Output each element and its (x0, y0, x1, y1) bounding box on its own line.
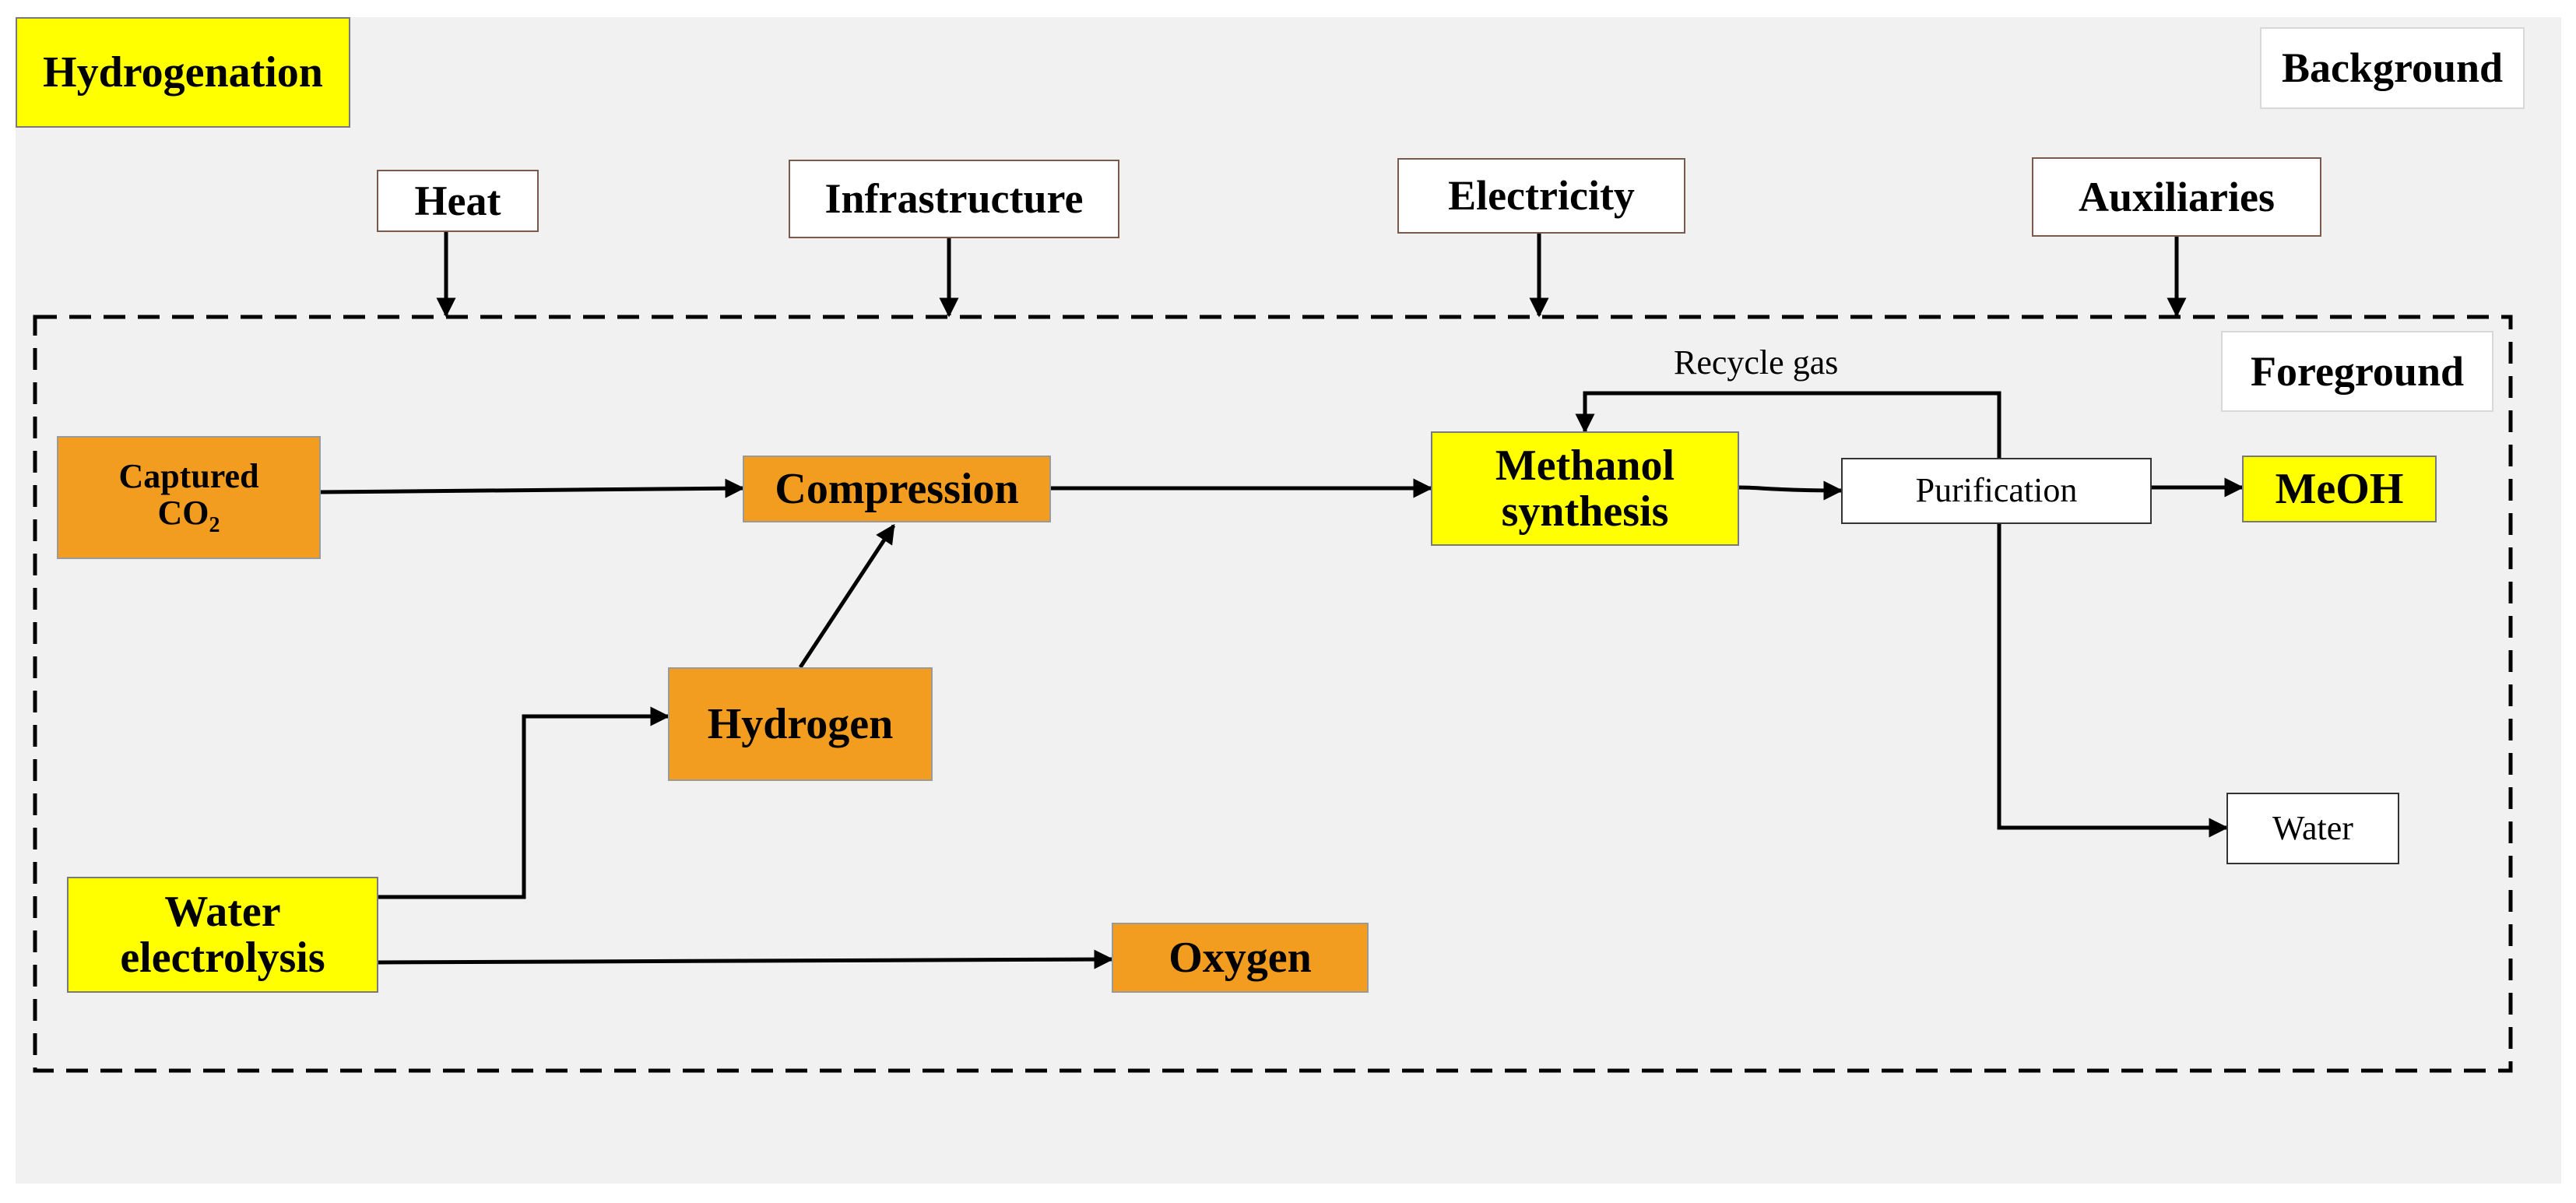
node-methanol-synthesis-line1: Methanol (1495, 441, 1675, 490)
node-oxygen-text: Oxygen (1169, 933, 1312, 982)
node-captured-co2: Captured CO2 (57, 436, 321, 559)
node-meoh: MeOH (2242, 456, 2437, 522)
node-purification: Purification (1841, 458, 2152, 524)
input-heat-text: Heat (414, 177, 501, 224)
background-label-text: Background (2281, 44, 2504, 92)
input-infrastructure-text: Infrastructure (824, 175, 1084, 223)
background-label: Background (2260, 27, 2525, 109)
node-water-electrolysis-line2: electrolysis (120, 933, 325, 982)
input-heat: Heat (377, 170, 539, 232)
title-text: Hydrogenation (43, 47, 323, 97)
foreground-label: Foreground (2221, 331, 2493, 412)
input-electricity: Electricity (1397, 158, 1685, 234)
input-infrastructure: Infrastructure (789, 160, 1119, 238)
title-hydrogenation: Hydrogenation (16, 17, 350, 128)
foreground-boundary (33, 315, 2513, 1073)
node-water-electrolysis-line1: Water (164, 887, 281, 936)
electrolysis-to-oxygen-arrow (378, 949, 1114, 969)
node-water-electrolysis: Water electrolysis (67, 877, 378, 993)
node-methanol-synthesis-line2: synthesis (1501, 487, 1669, 536)
node-captured-co2-line1: Captured (118, 457, 259, 496)
node-meoh-text: MeOH (2275, 464, 2404, 513)
node-compression: Compression (743, 456, 1051, 522)
foreground-label-text: Foreground (2250, 347, 2465, 395)
node-water: Water (2226, 793, 2399, 864)
node-hydrogen-text: Hydrogen (707, 699, 894, 748)
electrolysis-to-hydrogen-arrow (378, 706, 670, 899)
node-hydrogen: Hydrogen (668, 667, 933, 781)
input-auxiliaries-text: Auxiliaries (2079, 173, 2275, 220)
purification-to-water-arrow (1997, 524, 2229, 838)
node-purification-text: Purification (1915, 471, 2078, 510)
node-methanol-synthesis: Methanol synthesis (1431, 431, 1739, 546)
recycle-gas-label-text: Recycle gas (1674, 343, 1839, 382)
co2-to-compression-arrow (320, 478, 745, 498)
co2-formula: CO (157, 493, 209, 532)
input-auxiliaries: Auxiliaries (2032, 157, 2321, 237)
node-water-text: Water (2272, 808, 2353, 847)
recycle-gas-arrow (1575, 391, 2001, 458)
methanol-to-purification-arrow (1738, 480, 1843, 501)
node-compression-text: Compression (775, 464, 1019, 513)
recycle-gas-label: Recycle gas (1674, 343, 1838, 382)
co2-subscript: 2 (209, 512, 220, 537)
node-oxygen: Oxygen (1112, 923, 1369, 993)
node-captured-co2-line2: CO2 (157, 493, 220, 537)
hydrogen-to-compression-arrow (798, 523, 896, 669)
input-electricity-text: Electricity (1448, 172, 1635, 220)
